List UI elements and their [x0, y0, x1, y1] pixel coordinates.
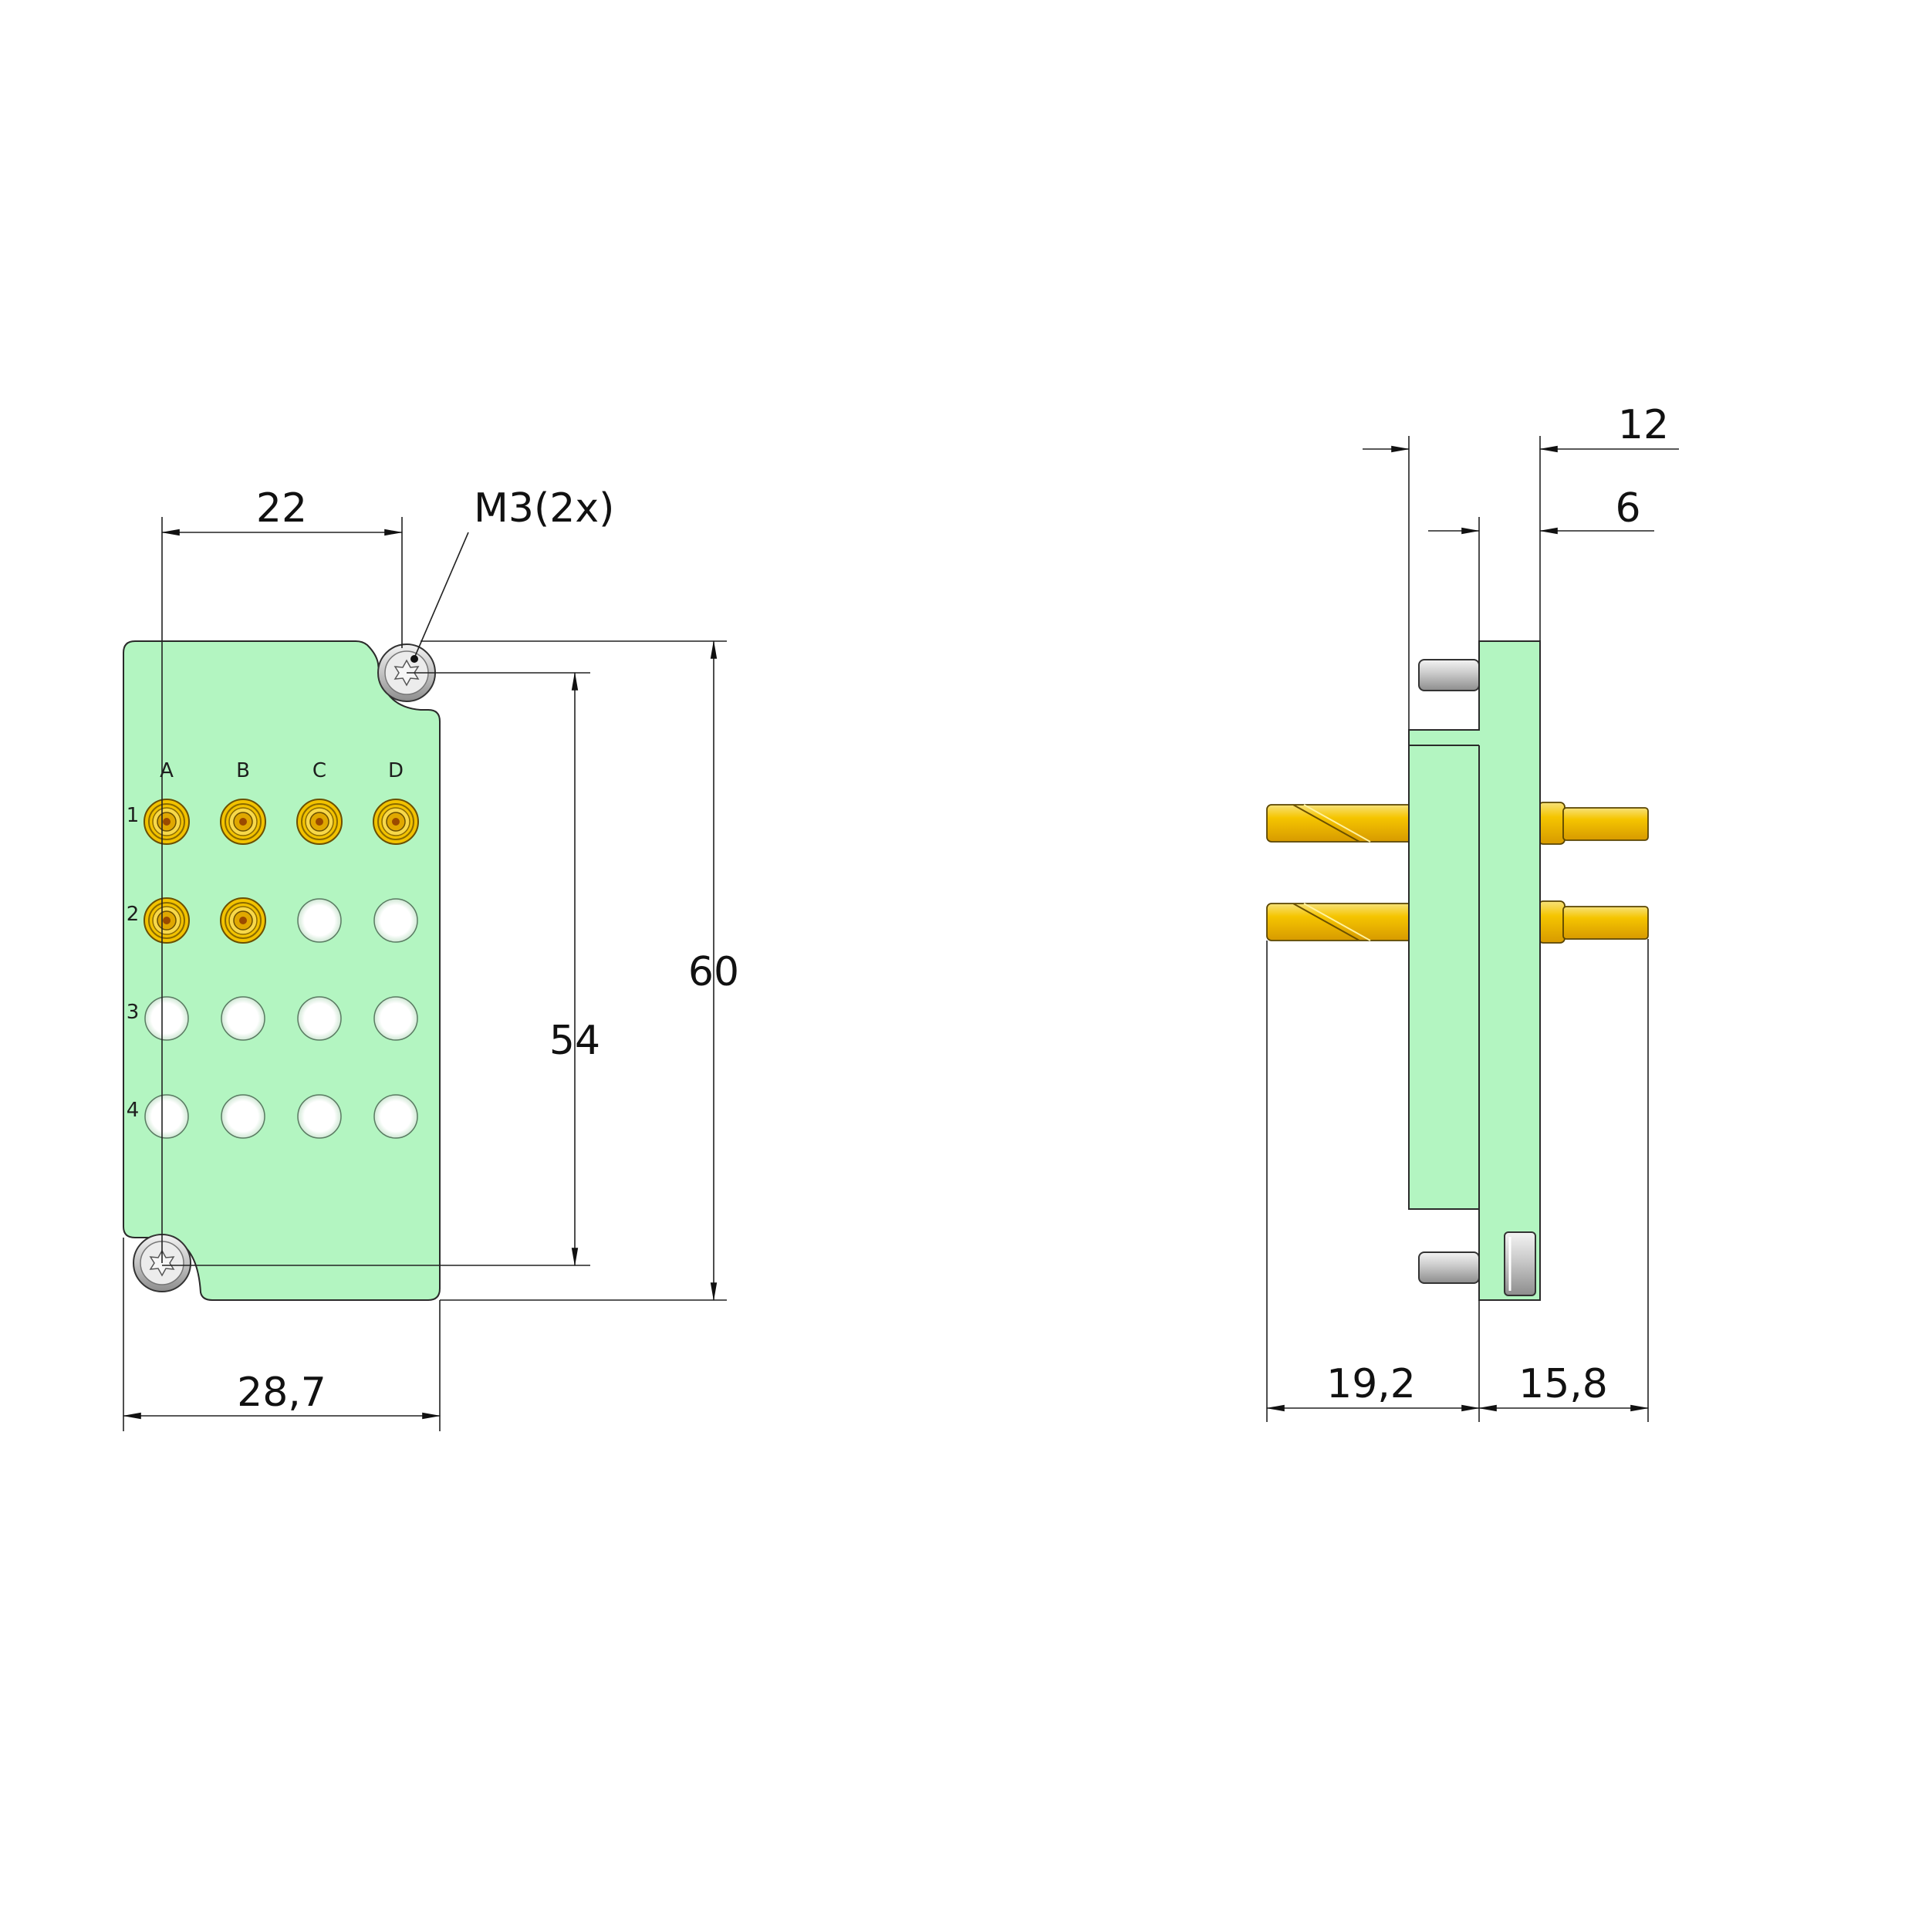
connector-body-side: [1408, 640, 1541, 1301]
dim-screw-pitch-v: 54: [162, 671, 600, 1267]
contact-b2: [220, 897, 266, 944]
column-label-c: C: [312, 759, 326, 782]
contact-pin-lower: [1266, 900, 1649, 944]
contact-c4: [297, 1094, 342, 1139]
svg-text:M3(2x): M3(2x): [474, 485, 614, 532]
contact-c3: [297, 996, 342, 1041]
dim-height: 60: [421, 640, 739, 1302]
contact-b3: [221, 996, 265, 1041]
column-label-a: A: [160, 759, 174, 782]
contact-a1: [144, 799, 190, 845]
contact-a3: [144, 996, 189, 1041]
row-label-2: 2: [127, 903, 140, 926]
dim-pin-lengths: 19,2 15,8: [1265, 939, 1650, 1422]
svg-text:6: 6: [1615, 485, 1640, 532]
contact-a4: [144, 1094, 189, 1139]
svg-text:15,8: 15,8: [1518, 1361, 1608, 1407]
svg-text:60: 60: [688, 949, 739, 995]
row-label-4: 4: [127, 1099, 140, 1122]
row-label-1: 1: [127, 804, 140, 827]
svg-text:12: 12: [1618, 402, 1669, 448]
dim-width: 28,7: [122, 1238, 441, 1431]
side-view: 12 6 19,2 15,8: [1265, 402, 1679, 1422]
row-label-3: 3: [127, 1001, 140, 1024]
front-view: A B C D 1 2 3 4 22 M3(2x) 54: [122, 485, 739, 1431]
dim-total-depth: 12: [1363, 402, 1679, 730]
column-label-d: D: [388, 759, 404, 782]
contact-d4: [373, 1094, 418, 1139]
svg-text:22: 22: [256, 485, 307, 532]
contact-pin-upper: [1266, 802, 1649, 845]
contact-b4: [221, 1094, 265, 1139]
svg-text:54: 54: [549, 1018, 600, 1064]
dim-screw-pitch-h: 22: [160, 485, 404, 648]
thread-callout: M3(2x): [410, 485, 614, 663]
column-label-b: B: [236, 759, 250, 782]
contact-b1: [220, 799, 266, 845]
svg-text:28,7: 28,7: [237, 1370, 326, 1416]
screw-head-side: [1504, 1231, 1536, 1296]
contact-grid: [144, 799, 419, 1139]
dim-flange-depth: 6: [1428, 485, 1654, 660]
contact-a2: [144, 897, 190, 944]
contact-c1: [296, 799, 343, 845]
connector-body: [123, 640, 441, 1301]
svg-text:19,2: 19,2: [1326, 1361, 1416, 1407]
contact-d2: [373, 898, 418, 943]
contact-d3: [373, 996, 418, 1041]
contact-d1: [373, 799, 419, 845]
contact-c2: [297, 898, 342, 943]
guide-pin-bottom: [1418, 1251, 1480, 1284]
guide-pin-top: [1418, 659, 1480, 691]
